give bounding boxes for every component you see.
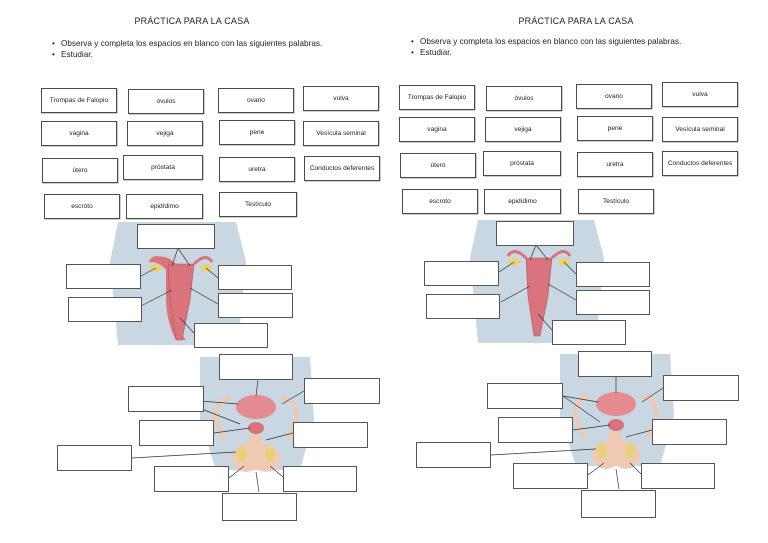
answer-blank[interactable] [581,490,656,518]
worksheet-right: PRÁCTICA PARA LA CASA Observa y completa… [384,0,768,543]
word-box-vagina: vagina [41,121,117,146]
word-box-vejiga: vejiga [127,121,203,146]
answer-blank[interactable] [416,442,491,468]
word-box-vejiga: vejiga [485,117,561,142]
answer-blank[interactable] [218,265,292,290]
answer-blank[interactable] [487,383,563,409]
instruction-item: Estudiar. [411,47,711,58]
word-box-vesicula: Vesícula seminal [662,117,738,142]
word-box-pene: pene [219,120,295,145]
answer-blank[interactable] [304,378,380,404]
male-anatomy-diagram [490,354,674,490]
answer-blank[interactable] [57,445,132,471]
instruction-item: Observa y completa los espacios en blanc… [52,38,352,49]
word-box-conductos: Conductos deferentes [304,156,380,181]
answer-blank[interactable] [194,323,268,348]
word-box-epididimo: epidídimo [484,189,561,214]
male-anatomy-diagram [131,357,314,493]
word-box-vesicula: Vesícula seminal [303,121,379,146]
answer-blank[interactable] [424,261,499,286]
instructions-list: Observa y completa los espacios en blanc… [411,36,711,58]
word-box-epididimo: epidídimo [126,194,203,219]
word-box-prostata: próstata [123,155,203,180]
word-box-testiculo: Testículo [578,189,654,214]
instructions-list: Observa y completa los espacios en blanc… [52,38,352,60]
answer-blank[interactable] [552,320,626,345]
answer-blank[interactable] [576,262,650,287]
answer-blank[interactable] [513,463,588,489]
instruction-item: Estudiar. [52,49,352,60]
word-box-testiculo: Testículo [219,192,297,217]
answer-blank[interactable] [578,351,652,377]
answer-blank[interactable] [154,466,229,492]
answer-blank[interactable] [66,264,141,289]
answer-blank[interactable] [641,463,715,489]
answer-blank[interactable] [576,290,650,315]
female-anatomy-diagram [470,220,604,343]
answer-blank[interactable] [496,221,574,246]
answer-blank[interactable] [219,354,293,380]
word-box-ovulos: óvulos [486,86,562,111]
word-box-vulva: vulva [662,82,738,107]
answer-blank[interactable] [426,294,500,319]
word-box-trompas: Trompas de Falopio [399,85,475,110]
answer-blank[interactable] [68,297,142,322]
word-box-vagina: vagina [399,117,475,142]
word-box-ovario: ovario [218,88,294,113]
word-box-utero: útero [400,153,476,178]
word-box-ovulos: óvulos [128,89,204,114]
answer-blank[interactable] [222,493,297,521]
word-box-prostata: próstata [483,151,561,176]
word-box-pene: pene [577,116,653,141]
answer-blank[interactable] [137,224,215,249]
word-box-uretra: uretra [219,157,295,182]
answer-blank[interactable] [218,293,293,318]
answer-blank[interactable] [652,419,727,445]
word-box-escroto: escroto [44,194,120,219]
worksheet-title: PRÁCTICA PARA LA CASA [518,16,634,26]
word-box-uretra: uretra [577,152,653,177]
answer-blank[interactable] [293,422,368,448]
answer-blank[interactable] [139,420,214,446]
answer-blank[interactable] [498,417,573,443]
female-anatomy-diagram [110,222,246,345]
worksheet-title: PRÁCTICA PARA LA CASA [134,16,250,26]
word-box-conductos: Conductos deferentes [662,151,738,176]
word-box-vulva: vulva [303,86,379,111]
answer-blank[interactable] [128,386,204,412]
answer-blank[interactable] [663,375,739,401]
answer-blank[interactable] [283,466,357,492]
word-box-escroto: escroto [402,189,478,214]
word-box-utero: útero [42,158,118,183]
word-box-ovario: ovario [576,84,652,109]
word-box-trompas: Trompas de Falopio [41,88,117,113]
worksheet-left: PRÁCTICA PARA LA CASA Observa y completa… [0,0,384,543]
instruction-item: Observa y completa los espacios en blanc… [411,36,711,47]
